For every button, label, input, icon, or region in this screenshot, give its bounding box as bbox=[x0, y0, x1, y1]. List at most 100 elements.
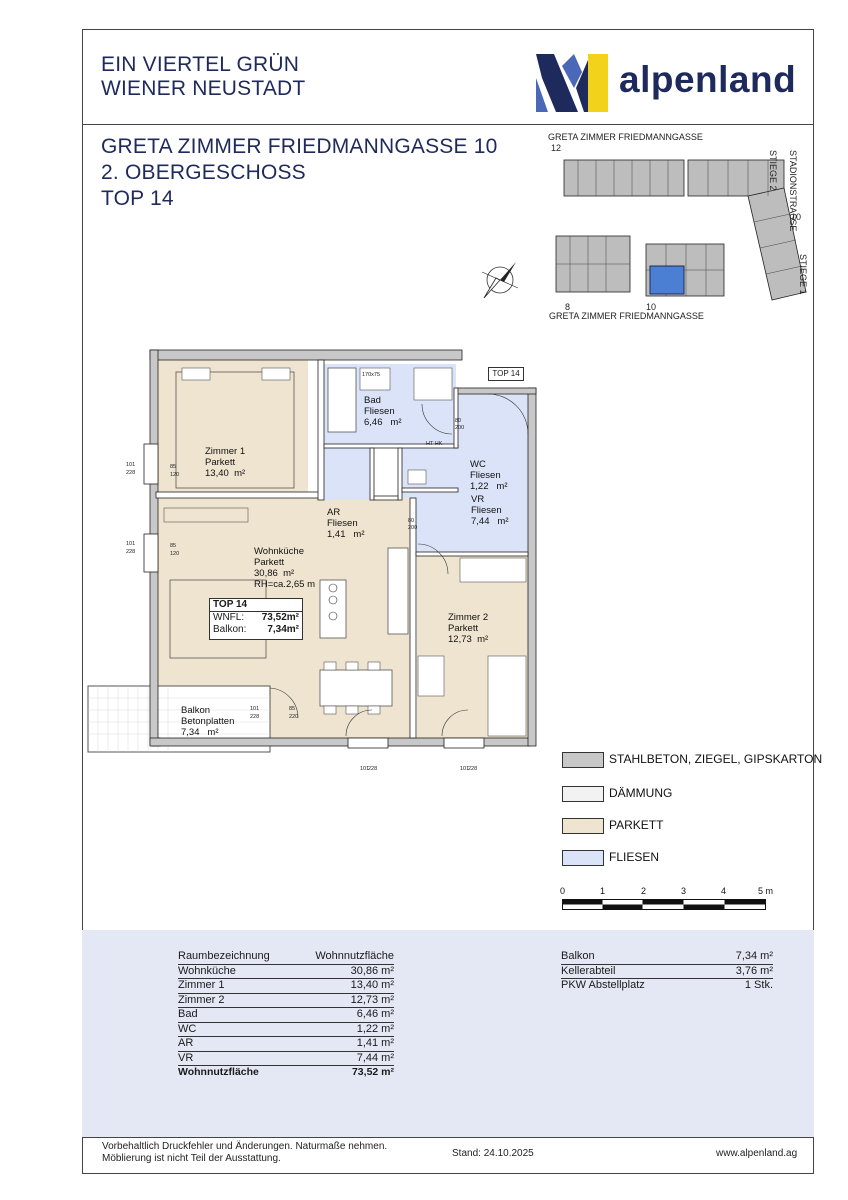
table-total-label: Wohnnutzfläche bbox=[178, 1066, 259, 1078]
room-wc: WC Fliesen 1,22 m² bbox=[470, 459, 508, 492]
room-zimmer1-unit: m² bbox=[234, 468, 246, 479]
room-vr: VR Fliesen 7,44 m² bbox=[471, 494, 509, 527]
legend-swatch-fliesen bbox=[562, 850, 604, 866]
floor-title: 2. OBERGESCHOSS bbox=[101, 161, 306, 184]
legend-swatch-insulation bbox=[562, 786, 604, 802]
scale-label-2: 2 bbox=[641, 886, 647, 896]
legend-swatch-construction bbox=[562, 752, 604, 768]
unit-tag: TOP 14 bbox=[488, 367, 524, 381]
page-frame bbox=[82, 29, 814, 1174]
dim-door-80: 80 bbox=[455, 418, 462, 424]
info-box-title: TOP 14 bbox=[210, 599, 302, 612]
project-location: WIENER NEUSTADT bbox=[101, 77, 306, 100]
info-box-wnfl-value: 73,52m² bbox=[261, 612, 299, 623]
footer-website-link[interactable]: www.alpenland.ag bbox=[716, 1148, 798, 1159]
scale-label-0: 0 bbox=[560, 886, 566, 896]
unit-info-box: TOP 14 WNFL: 73,52m² Balkon: 7,34m² bbox=[209, 598, 303, 640]
room-vr-area: 7,44 bbox=[471, 516, 490, 527]
info-box-wnfl-row: WNFL: 73,52m² bbox=[210, 612, 302, 624]
table-header-row: Raumbezeichnung Wohnnutzfläche bbox=[178, 950, 394, 965]
room-ar-area: 1,41 bbox=[327, 529, 346, 540]
scale-label-5: 5 m bbox=[758, 886, 774, 896]
unit-title: TOP 14 bbox=[101, 187, 174, 210]
footer-date: Stand: 24.10.2025 bbox=[452, 1148, 534, 1159]
room-wohnkueche-height: RH=ca.2,65 m bbox=[254, 579, 315, 590]
keyplan-stiege-1: STIEGE 1 bbox=[798, 254, 808, 295]
room-area-table: Raumbezeichnung Wohnnutzfläche Wohnküche… bbox=[178, 950, 394, 1080]
dim-door2-200: 200 bbox=[408, 525, 418, 531]
room-balkon-area-line: 7,34 m² bbox=[181, 727, 234, 738]
keyplan-stiege-2: STIEGE 2 bbox=[768, 150, 778, 191]
room-wohnkueche: Wohnküche Parkett 30,86 m² RH=ca.2,65 m bbox=[254, 546, 315, 590]
table-cell-room: Wohnküche bbox=[178, 964, 295, 979]
room-zimmer1-name: Zimmer 1 bbox=[205, 446, 246, 457]
table-cell-room: AR bbox=[178, 1036, 295, 1052]
extras-cell-label: PKW Abstellplatz bbox=[561, 979, 645, 991]
dim-balkon-101: 101 bbox=[250, 706, 260, 712]
room-zimmer1-area: 13,40 bbox=[205, 468, 229, 479]
room-ar: AR Fliesen 1,41 m² bbox=[327, 507, 365, 540]
table-total-value: 73,52 m² bbox=[351, 1066, 394, 1078]
room-ar-name: AR bbox=[327, 507, 341, 518]
dim-parapet-120: 120 bbox=[170, 472, 180, 478]
table-cell-room: Bad bbox=[178, 1007, 295, 1023]
legend-label-parkett: PARKETT bbox=[609, 818, 664, 832]
room-wohnkueche-unit: m² bbox=[283, 568, 295, 579]
room-ar-unit: m² bbox=[353, 529, 365, 540]
legend-swatch-parkett bbox=[562, 818, 604, 834]
extras-cell-value: 3,76 m² bbox=[707, 964, 773, 979]
room-zimmer2-unit: m² bbox=[477, 634, 489, 645]
info-box-balkon-value: 7,34m² bbox=[267, 624, 299, 635]
room-wc-unit: m² bbox=[496, 481, 508, 492]
info-box-wnfl-label: WNFL: bbox=[213, 612, 245, 623]
room-wohnkueche-area: 30,86 bbox=[254, 568, 278, 579]
keyplan-bottom-street: GRETA ZIMMER FRIEDMANNGASSE bbox=[549, 311, 704, 321]
room-bad: Bad Fliesen 6,46 m² bbox=[364, 395, 402, 428]
legend-label-fliesen: FLIESEN bbox=[609, 850, 660, 864]
room-vr-area-line: 7,44 m² bbox=[471, 516, 509, 527]
room-bad-area: 6,46 bbox=[364, 417, 383, 428]
dim-balkon-door-85: 85 bbox=[289, 706, 296, 712]
table-cell-room: WC bbox=[178, 1022, 295, 1037]
dim-balkon-228: 228 bbox=[250, 714, 260, 720]
info-box-balkon-row: Balkon: 7,34m² bbox=[210, 624, 302, 636]
dim-window-228: 228 bbox=[126, 470, 136, 476]
table-cell-area: 6,46 m² bbox=[294, 1007, 394, 1023]
table-cell-area: 1,22 m² bbox=[294, 1022, 394, 1037]
room-bad-name: Bad bbox=[364, 395, 381, 406]
room-zimmer1: Zimmer 1 Parkett 13,40 m² bbox=[205, 446, 245, 479]
table-cell-room: Zimmer 2 bbox=[178, 993, 295, 1008]
alpenland-logo-mark bbox=[536, 54, 608, 112]
room-wohnkueche-name: Wohnküche bbox=[254, 546, 304, 557]
dim-bottom-101: 101 bbox=[360, 766, 370, 772]
dim-parapet2-85: 85 bbox=[170, 543, 177, 549]
room-wohnkueche-floor: Parkett bbox=[254, 557, 285, 568]
scale-label-1: 1 bbox=[600, 886, 606, 896]
room-wohnkueche-area-line: 30,86 m² bbox=[254, 568, 315, 579]
keyplan-top-number: 12 bbox=[551, 143, 562, 153]
table-cell-room: VR bbox=[178, 1051, 295, 1066]
extras-cell-value: 7,34 m² bbox=[707, 950, 773, 965]
building-title: GRETA ZIMMER FRIEDMANNGASSE 10 bbox=[101, 135, 498, 158]
dim-window2-101: 101 bbox=[126, 541, 136, 547]
footer-disclaimer-line1: Vorbehaltlich Druckfehler und Änderungen… bbox=[102, 1141, 388, 1152]
room-balkon-area: 7,34 bbox=[181, 727, 200, 738]
scale-label-3: 3 bbox=[681, 886, 687, 896]
dim-tub: 170x75 bbox=[362, 372, 381, 378]
footer-divider bbox=[82, 1137, 814, 1138]
room-wc-area-line: 1,22 m² bbox=[470, 481, 508, 492]
compass-icon bbox=[478, 258, 522, 302]
room-balkon-unit: m² bbox=[207, 727, 219, 738]
dim-bottom2-101: 101 bbox=[460, 766, 470, 772]
room-vr-floor: Fliesen bbox=[471, 505, 502, 516]
dim-parapet-85: 85 bbox=[170, 464, 177, 470]
keyplan-stadionstrasse: STIEGE 2 bbox=[768, 150, 778, 191]
header-divider bbox=[82, 124, 814, 125]
